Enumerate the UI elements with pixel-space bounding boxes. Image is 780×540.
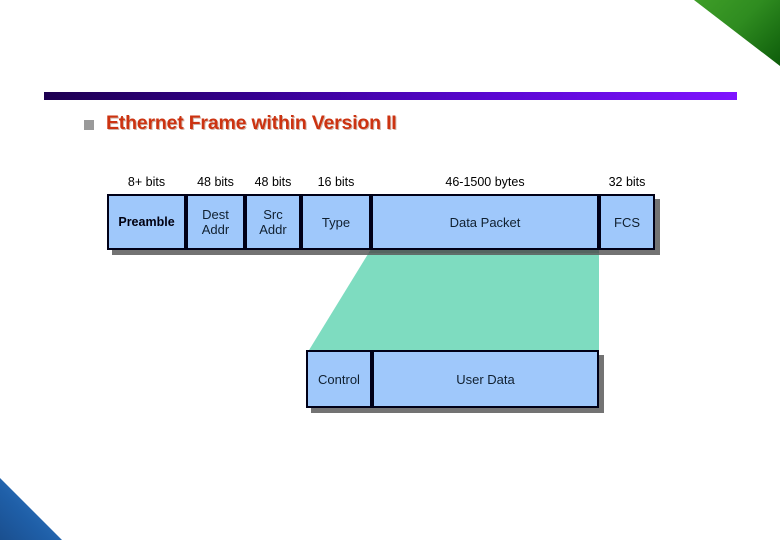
payload-field-user-data-label: User Data <box>456 371 515 387</box>
frame-field-dest-addr-label: Dest Addr <box>201 207 230 237</box>
size-label-data-packet: 46-1500 bytes <box>445 175 525 189</box>
frame-field-data-packet: Data Packet <box>371 194 599 250</box>
size-label-src-addr: 48 bits <box>254 175 292 189</box>
size-label-type: 16 bits <box>317 175 355 189</box>
frame-field-type: Type <box>301 194 371 250</box>
frame-field-src-addr: Src Addr <box>245 194 301 250</box>
payload-field-control-label: Control <box>318 371 360 387</box>
frame-field-type-label: Type <box>321 214 351 230</box>
frame-field-fcs: FCS <box>599 194 655 250</box>
size-label-fcs: 32 bits <box>608 175 646 189</box>
payload-expansion-funnel <box>306 250 599 355</box>
size-label-preamble: 8+ bits <box>127 175 166 189</box>
frame-field-data-packet-label: Data Packet <box>449 214 521 230</box>
size-label-dest-addr: 48 bits <box>197 175 234 189</box>
frame-field-preamble: Preamble <box>107 194 186 250</box>
payload-field-control: Control <box>306 350 372 408</box>
frame-field-dest-addr: Dest Addr <box>186 194 245 250</box>
square-bullet-icon <box>84 119 94 130</box>
page-title-label: Ethernet Frame within Version II <box>106 112 397 134</box>
page-title: Ethernet Frame within Version II <box>84 112 397 135</box>
frame-field-src-addr-label: Src Addr <box>259 207 287 237</box>
title-divider-bar <box>44 92 737 100</box>
payload-field-user-data: User Data <box>372 350 599 408</box>
frame-field-preamble-label: Preamble <box>118 214 175 229</box>
frame-field-fcs-label: FCS <box>614 214 640 230</box>
